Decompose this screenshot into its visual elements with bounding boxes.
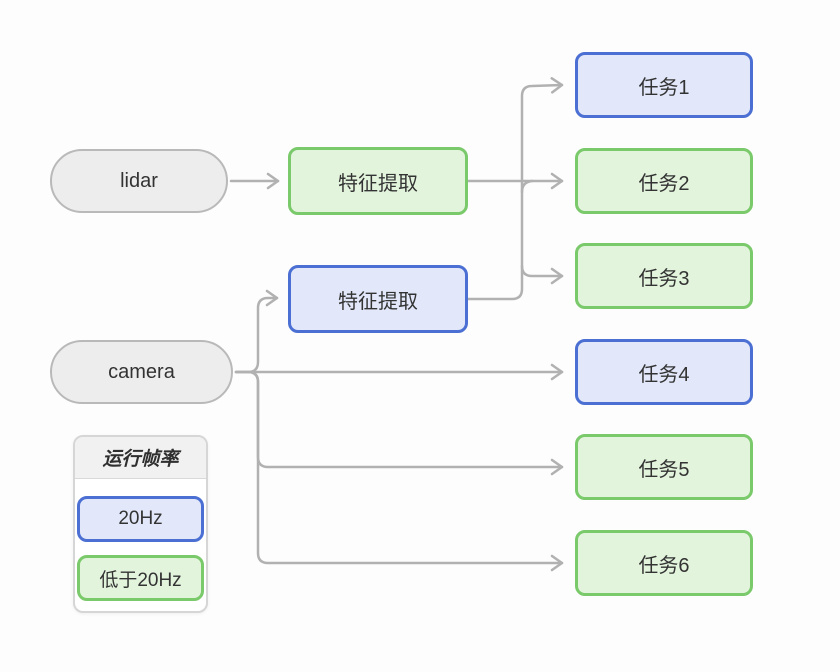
node-task5: 任务5 <box>575 434 753 500</box>
node-feature-extraction-lidar-label: 特征提取 <box>338 172 418 195</box>
node-task1: 任务1 <box>575 52 753 118</box>
node-task4: 任务4 <box>575 339 753 405</box>
node-task1-label: 任务1 <box>638 76 690 99</box>
node-task4-label: 任务4 <box>638 363 690 386</box>
legend-header: 运行帧率 <box>75 437 206 479</box>
edge-camera-to-task6 <box>234 370 564 572</box>
legend-item-20hz-label: 20Hz <box>118 508 163 529</box>
node-lidar-label: lidar <box>120 169 158 192</box>
node-feature-extraction-camera-label: 特征提取 <box>338 290 418 313</box>
node-task2: 任务2 <box>575 148 753 214</box>
edge-camera-to-task5 <box>234 370 564 476</box>
node-camera: camera <box>50 340 233 404</box>
node-lidar: lidar <box>50 149 228 213</box>
legend: 运行帧率 20Hz 低于20Hz <box>73 435 208 613</box>
edge-camera-to-feature-blue <box>234 289 279 374</box>
edge-feature-blue-bus-to-task1 <box>466 77 564 301</box>
node-task3-label: 任务3 <box>638 267 690 290</box>
legend-item-below-20hz: 低于20Hz <box>77 555 204 601</box>
legend-body: 20Hz 低于20Hz <box>75 479 206 611</box>
node-task3: 任务3 <box>575 243 753 309</box>
node-task6-label: 任务6 <box>638 554 690 577</box>
node-feature-extraction-lidar: 特征提取 <box>288 147 468 215</box>
node-feature-extraction-camera: 特征提取 <box>288 265 468 333</box>
legend-title: 运行帧率 <box>102 449 179 470</box>
node-task5-label: 任务5 <box>638 458 690 481</box>
legend-item-below-20hz-label: 低于20Hz <box>99 569 182 591</box>
node-task6: 任务6 <box>575 530 753 596</box>
legend-item-20hz: 20Hz <box>77 496 204 542</box>
edge-bus-to-task3 <box>520 264 564 285</box>
node-camera-label: camera <box>108 360 175 383</box>
edge-bus-elbow-to-task2 <box>520 179 534 194</box>
node-task2-label: 任务2 <box>638 172 690 195</box>
